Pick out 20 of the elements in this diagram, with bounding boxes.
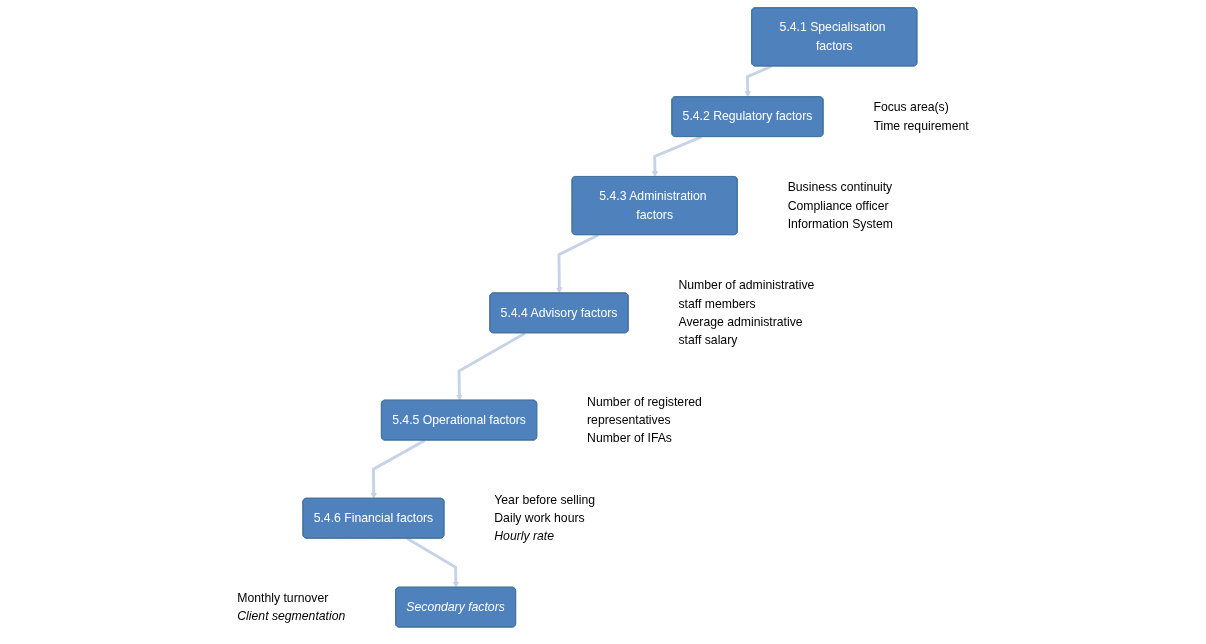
node-label: Number of administrative staff members [678,278,815,311]
node-label: Monthly turnover [237,590,329,605]
node-label: Number of IFAs [587,431,672,446]
arrow [406,537,460,588]
arrow [370,439,426,499]
node-label: Information System [787,216,893,231]
arrow [744,65,772,98]
node-label: Business continuity [787,180,893,194]
node-label: Focus area(s) [873,100,949,115]
arrow [556,233,599,294]
node-label: Number of registered representatives [587,394,702,427]
node-label: Daily work hours [494,511,585,525]
node-label: Year before selling [494,492,596,507]
node-label: Average administrative staff salary [678,314,803,347]
node-label: Time requirement [873,118,969,133]
node-label: Hourly rate [494,529,555,544]
arrow [651,135,702,178]
arrow [456,331,526,401]
node-label: Compliance officer [787,198,889,213]
node-label: Client segmentation [237,609,346,623]
